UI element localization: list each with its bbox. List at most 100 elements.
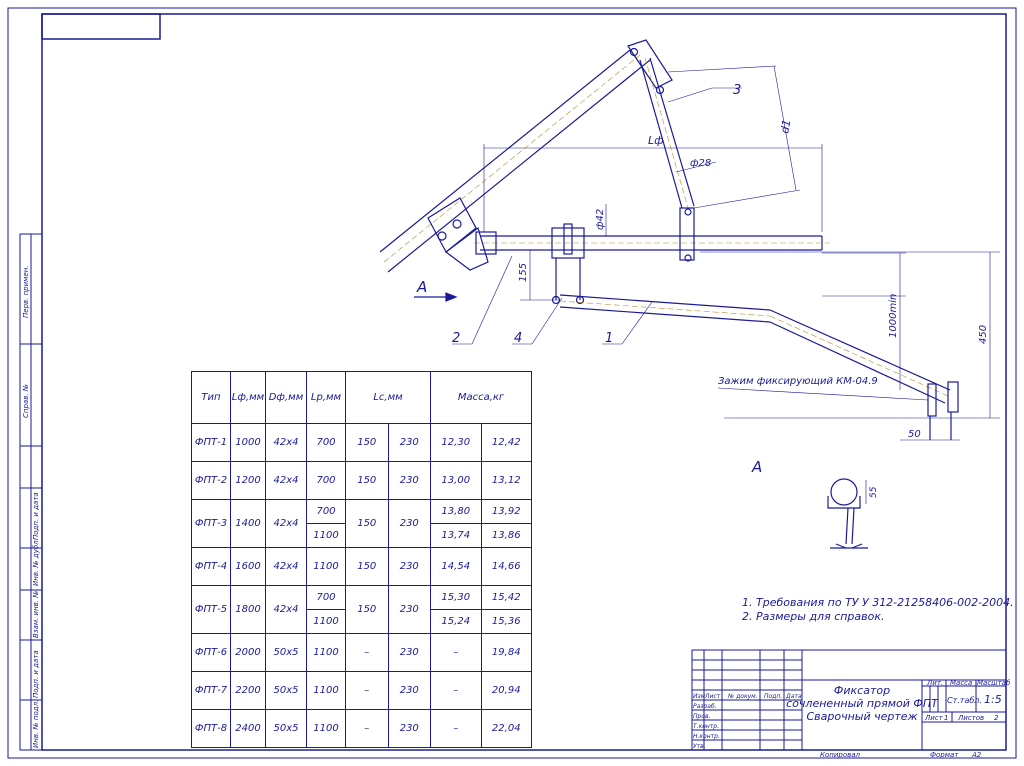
cell-m2: 20,94 bbox=[480, 671, 532, 710]
cell-lc2: 230 bbox=[387, 461, 431, 500]
clamp-note: Зажим фиксирующий КМ-04.9 bbox=[718, 376, 878, 387]
cell-lp: 1100 bbox=[306, 609, 346, 634]
lit-label: Лит. bbox=[926, 679, 943, 687]
sheets-value: 2 bbox=[994, 714, 999, 722]
cell-m2: 22,04 bbox=[480, 709, 532, 748]
cell-m2: 19,84 bbox=[480, 633, 532, 672]
cell-lf: 2400 bbox=[230, 709, 266, 748]
cell-df: 42x4 bbox=[265, 585, 307, 634]
cell-lc1: – bbox=[345, 671, 389, 710]
callout-4: 4 bbox=[514, 331, 522, 346]
cell-lc1: 150 bbox=[345, 423, 389, 462]
cell-type: ФПТ-5 bbox=[191, 585, 231, 634]
cell-m1: 15,30 bbox=[430, 585, 482, 610]
note-2: 2. Размеры для справок. bbox=[742, 610, 885, 623]
cell-lc2: 230 bbox=[387, 499, 431, 548]
cell-lf: 1400 bbox=[230, 499, 266, 548]
cell-type: ФПТ-8 bbox=[191, 709, 231, 748]
cell-df: 42x4 bbox=[265, 547, 307, 586]
scale-value: 1:5 bbox=[984, 693, 1002, 706]
row-label-1: Пров. bbox=[693, 713, 711, 720]
outer-frame bbox=[7, 7, 1017, 759]
side-label-3: Инв. № дубл. bbox=[32, 538, 40, 586]
cell-type: ФПТ-2 bbox=[191, 461, 231, 500]
cell-df: 42x4 bbox=[265, 499, 307, 548]
col-label-2: № докум. bbox=[727, 693, 758, 700]
cell-lp: 1100 bbox=[306, 523, 346, 548]
cell-df: 42x4 bbox=[265, 423, 307, 462]
side-label-2: Подп. и дата bbox=[32, 492, 40, 540]
cell-lc2: 230 bbox=[387, 671, 431, 710]
mass-value: Ст.табл. bbox=[947, 696, 982, 705]
cell-lc2: 230 bbox=[387, 633, 431, 672]
col-label-1: Лист bbox=[704, 693, 721, 700]
dim-155: 155 bbox=[518, 263, 529, 282]
cell-m2: 12,42 bbox=[480, 423, 532, 462]
side-label-0: Перв. примен. bbox=[22, 265, 30, 318]
title-line-3: Сварочный чертеж bbox=[807, 710, 918, 723]
cell-lp: 700 bbox=[306, 499, 346, 524]
col-label-4: Дата bbox=[785, 693, 802, 700]
row-label-4: Утв. bbox=[693, 743, 706, 750]
format-value: A2 bbox=[971, 751, 982, 759]
cell-lc1: 150 bbox=[345, 547, 389, 586]
header-type: Тип bbox=[191, 371, 231, 424]
cell-lc1: 150 bbox=[345, 461, 389, 500]
cell-df: 42x4 bbox=[265, 461, 307, 500]
header-lc: Lс,мм bbox=[345, 371, 431, 424]
sheet-value: 1 bbox=[944, 714, 948, 722]
cell-lp: 700 bbox=[306, 461, 346, 500]
side-label-1: Справ. № bbox=[22, 384, 30, 418]
cell-lc1: 150 bbox=[345, 585, 389, 634]
cell-type: ФПТ-3 bbox=[191, 499, 231, 548]
cell-m1: 13,80 bbox=[430, 499, 482, 524]
side-strip bbox=[19, 233, 43, 751]
table-header-row: Тип Lф,мм Dф,мм Lр,мм Lс,мм Масса,кг bbox=[191, 371, 532, 424]
cell-lf: 2000 bbox=[230, 633, 266, 672]
cell-type: ФПТ-4 bbox=[191, 547, 231, 586]
cell-type: ФПТ-6 bbox=[191, 633, 231, 672]
cell-lp: 700 bbox=[306, 423, 346, 462]
note-1: 1. Требования по ТУ У 312-21258406-002-2… bbox=[742, 596, 1014, 609]
specs-table: Тип Lф,мм Dф,мм Lр,мм Lс,мм Масса,кг ФПТ… bbox=[191, 371, 532, 748]
cell-lf: 1800 bbox=[230, 585, 266, 634]
cell-lf: 1000 bbox=[230, 423, 266, 462]
cell-lc1: – bbox=[345, 709, 389, 748]
cell-lp: 700 bbox=[306, 585, 346, 610]
cell-m1: – bbox=[430, 671, 482, 710]
side-label-6: Инв. № подл. bbox=[32, 700, 40, 748]
view-arrow bbox=[414, 292, 458, 302]
cell-m2: 14,66 bbox=[480, 547, 532, 586]
cell-lf: 1600 bbox=[230, 547, 266, 586]
dim-55: 55 bbox=[869, 486, 879, 498]
cell-lp: 1100 bbox=[306, 671, 346, 710]
cell-df: 50x5 bbox=[265, 671, 307, 710]
section-view-label: A bbox=[751, 458, 762, 476]
cell-df: 50x5 bbox=[265, 709, 307, 748]
cell-lc2: 230 bbox=[387, 709, 431, 748]
cell-lp: 1100 bbox=[306, 709, 346, 748]
title-line-2: сочлененный прямой ФПТ bbox=[786, 697, 939, 710]
cell-lf: 1200 bbox=[230, 461, 266, 500]
cell-lc2: 230 bbox=[387, 547, 431, 586]
copied-label: Копировал bbox=[820, 751, 861, 759]
side-strip-labels: Перв. примен. Справ. № Подп. и дата Инв.… bbox=[22, 265, 40, 748]
callout-3: 3 bbox=[733, 83, 741, 98]
dim-50: 50 bbox=[908, 429, 921, 440]
sheet-label: Лист bbox=[924, 714, 944, 722]
cell-m2: 13,86 bbox=[480, 523, 532, 548]
header-df: Dф,мм bbox=[265, 371, 307, 424]
dim-phi28: ф28 bbox=[690, 158, 711, 169]
cell-m2: 13,12 bbox=[480, 461, 532, 500]
cell-lp: 1100 bbox=[306, 547, 346, 586]
title-line-1: Фиксатор bbox=[834, 684, 890, 697]
drawing-texts: 1 2 3 4 A A Lф d1 ф28 ф42 155 1000min 45… bbox=[416, 83, 1014, 623]
title-block bbox=[691, 649, 1007, 751]
